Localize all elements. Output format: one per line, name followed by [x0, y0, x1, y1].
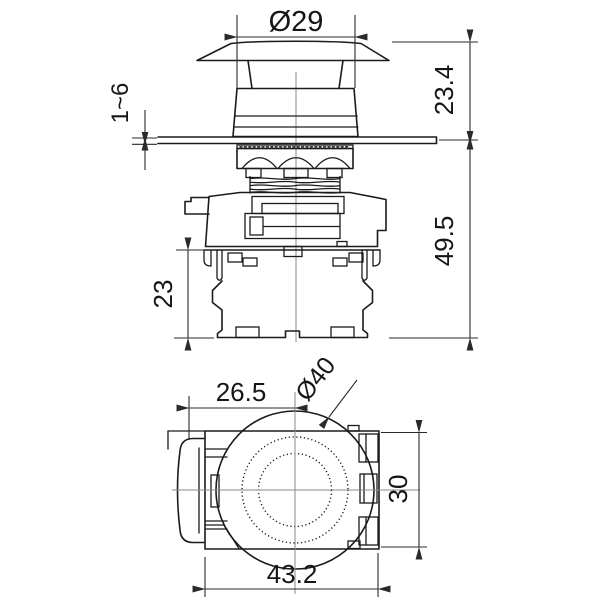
terminal-left	[235, 326, 260, 339]
dim-body-height: 30	[381, 420, 427, 560]
dim-label-head-diameter: Ø29	[269, 6, 324, 38]
dim-center-offset: 26.5	[176, 377, 308, 440]
center-lug	[283, 245, 303, 258]
mushroom-cap-outline	[196, 40, 390, 62]
dim-mushroom-diameter: Ø40	[290, 352, 358, 430]
mounting-panel	[157, 136, 438, 145]
dim-height-above-panel: 23.4	[392, 29, 478, 150]
bottom-view: 26.5 Ø40 30 43.2	[167, 352, 427, 597]
panel-plate	[157, 136, 438, 145]
side-tab-left	[210, 474, 220, 508]
dim-label-height-above-panel: 23.4	[429, 65, 459, 116]
contact-block-outline	[211, 280, 374, 339]
dim-contact-block-height: 23	[148, 237, 214, 351]
mushroom-cap	[196, 40, 390, 62]
switch-body-outline	[204, 191, 387, 248]
dim-panel-thickness: 1~6	[107, 83, 157, 170]
threaded-bushing	[249, 175, 341, 194]
button-stem	[247, 59, 344, 90]
dim-body-width: 43.2	[192, 553, 391, 597]
dim-label-body-width: 43.2	[267, 559, 318, 589]
dim-label-center-offset: 26.5	[216, 377, 267, 407]
dim-label-mushroom-diameter: Ø40	[290, 352, 341, 406]
dim-label-body-height: 30	[383, 475, 413, 504]
side-view: Ø29 1~6 23.4 49.5	[107, 6, 478, 351]
switch-body	[184, 191, 387, 258]
latch-tabs-right	[347, 424, 379, 550]
release-latch	[184, 196, 210, 215]
dim-label-panel-thickness: 1~6	[107, 83, 134, 124]
dim-label-height-below-panel: 49.5	[429, 216, 459, 267]
lock-nut	[236, 147, 354, 179]
dim-height-below-panel: 49.5	[389, 131, 478, 351]
contact-block	[203, 249, 381, 339]
dim-label-contact-block-height: 23	[148, 280, 178, 309]
dim-head-diameter: Ø29	[224, 6, 368, 88]
terminal-right	[330, 326, 355, 339]
